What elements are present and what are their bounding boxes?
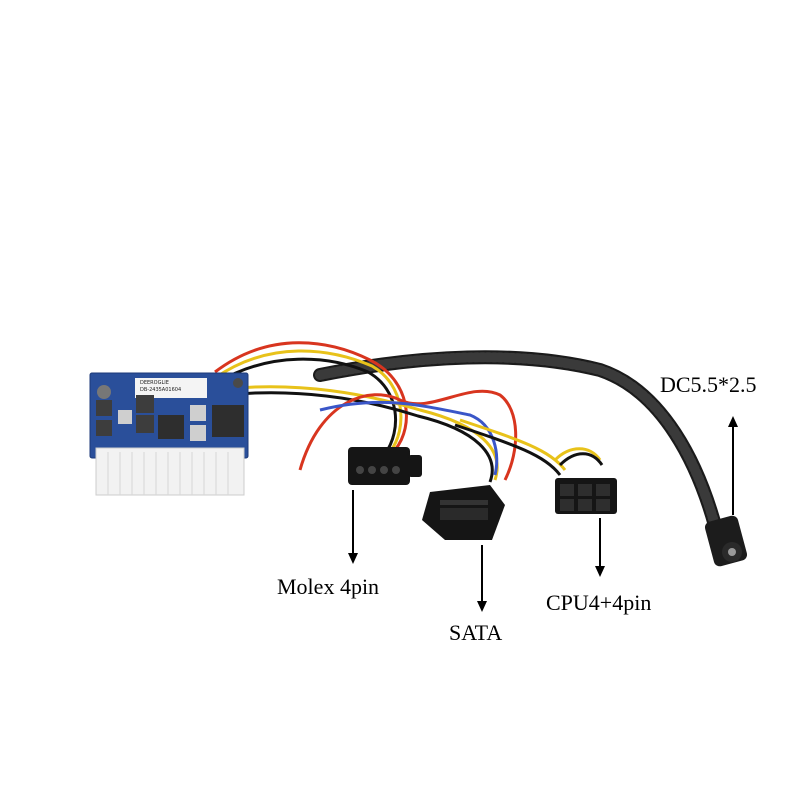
pcb-board	[89, 372, 249, 496]
pcb-code-text: DB-2435A01604	[140, 387, 182, 393]
atx-24pin-connector	[95, 447, 245, 496]
sata-label: SATA	[449, 620, 503, 645]
dc-jack	[704, 515, 748, 567]
pcb-brand-text: DEEROGLIE	[140, 380, 169, 386]
capacitors	[96, 378, 244, 441]
dc-label: DC5.5*2.5	[660, 372, 757, 397]
sata-connector	[422, 485, 505, 540]
sata-wires	[214, 385, 518, 483]
callout-arrows	[348, 416, 738, 612]
cpu-wires	[454, 418, 604, 476]
cpu-8pin-connector	[555, 478, 617, 514]
cpu-label: CPU4+4pin	[546, 590, 652, 615]
molex-wires	[214, 341, 408, 455]
molex-label: Molex 4pin	[277, 574, 380, 599]
molex-connector	[348, 447, 422, 485]
